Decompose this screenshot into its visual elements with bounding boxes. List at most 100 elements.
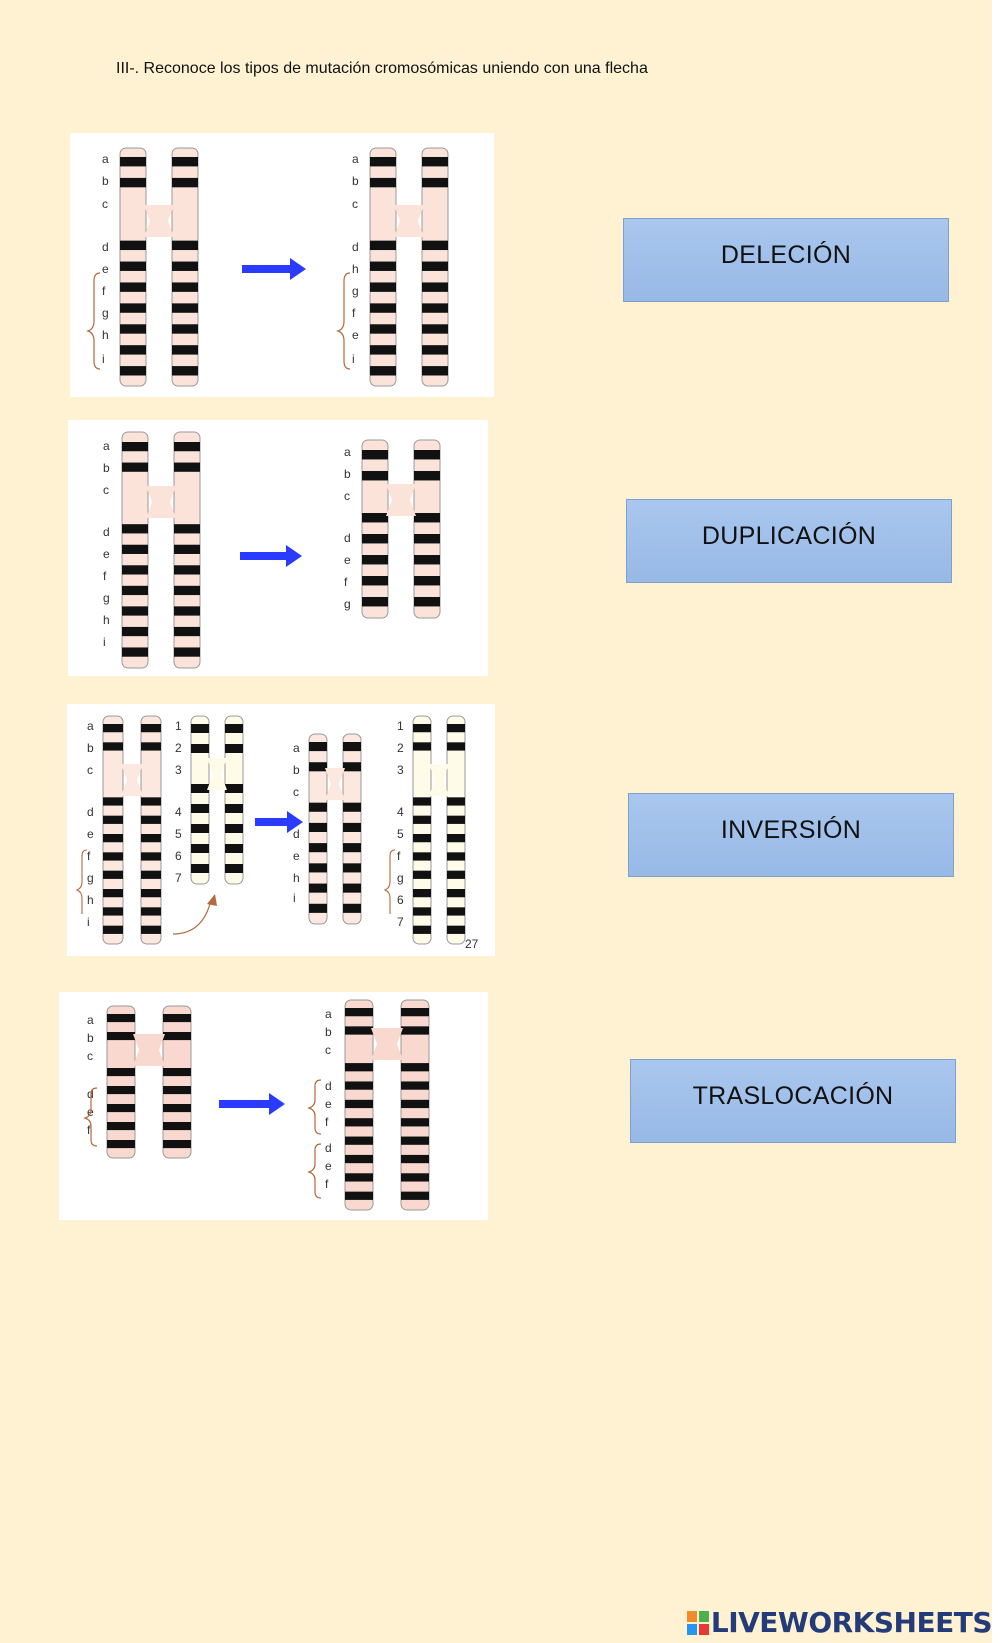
gene-label: d [325,1079,332,1093]
chromosome-right [361,439,441,619]
band [362,576,388,586]
band [343,822,361,832]
band [401,1191,429,1200]
band [447,742,465,751]
gene-label: d [87,805,94,819]
page-edge [992,0,1000,1643]
band [191,864,209,873]
gene-label: a [325,1007,332,1021]
gene-label: e [352,328,359,342]
band [174,442,200,452]
band [401,1118,429,1127]
band [401,1026,429,1035]
band [107,1140,135,1149]
chromatid [413,439,441,619]
answer-box-traslocacion[interactable]: TRASLOCACIÓN [630,1059,956,1143]
band [447,834,465,843]
band [163,1122,191,1131]
bracket [336,272,351,370]
band [413,815,431,824]
band [413,834,431,843]
band [414,534,440,544]
gene-label: c [102,197,108,211]
gene-number: 7 [175,871,182,885]
chromatid [412,715,432,945]
band [370,261,396,271]
answer-box-inversion[interactable]: INVERSIÓN [628,793,954,877]
band [141,870,161,879]
bracket [83,1087,98,1147]
gene-label: d [352,240,359,254]
band [413,797,431,806]
centromere [207,758,227,790]
band [122,565,148,575]
band [103,925,123,934]
gene-label: g [352,284,359,298]
gene-label: i [102,352,105,366]
band [225,824,243,833]
band [141,797,161,806]
band [345,1136,373,1145]
band [141,815,161,824]
gene-label: a [344,445,351,459]
band [172,303,198,313]
answer-label: TRASLOCACIÓN [692,1081,894,1110]
band [103,742,123,751]
band [141,834,161,843]
gene-label: a [87,1013,94,1027]
band [122,647,148,657]
gene-label: f [352,306,356,320]
gene-label: e [344,553,351,567]
band [122,544,148,554]
gene-number: 5 [175,827,182,841]
band [163,1068,191,1077]
liveworksheets-logo: LIVEWORKSHEETS [686,1606,993,1639]
gene-label: d [102,240,109,254]
arrow-head [290,258,306,280]
centromere [146,486,176,518]
band [191,804,209,813]
band [141,907,161,916]
chromatid [106,1005,136,1159]
band [122,442,148,452]
band [172,345,198,355]
band [174,606,200,616]
band [309,762,327,772]
band [103,852,123,861]
centromere [371,1028,403,1060]
logo-text: LIVEWORKSHEETS [710,1606,993,1639]
band [122,462,148,472]
band [413,889,431,898]
band [362,555,388,565]
chromatid [446,715,466,945]
gene-number: 5 [397,827,404,841]
arrow-head [287,811,303,833]
gene-label: d [87,1087,94,1101]
band [191,744,209,753]
band [447,815,465,824]
gene-label: g [102,306,109,320]
bracket [86,272,101,370]
band [343,843,361,853]
band [370,303,396,313]
band [174,462,200,472]
answer-box-duplicacion[interactable]: DUPLICACIÓN [626,499,952,583]
chromatid [162,1005,192,1159]
band [163,1086,191,1095]
band [414,576,440,586]
band [422,303,448,313]
band [345,1191,373,1200]
gene-label: b [325,1025,332,1039]
gene-label: f [87,849,91,863]
answer-box-delecion[interactable]: DELECIÓN [623,218,949,302]
band [345,1081,373,1090]
gene-label: i [293,891,296,905]
band [345,1154,373,1164]
arrow-head [269,1093,285,1115]
band [141,925,161,934]
